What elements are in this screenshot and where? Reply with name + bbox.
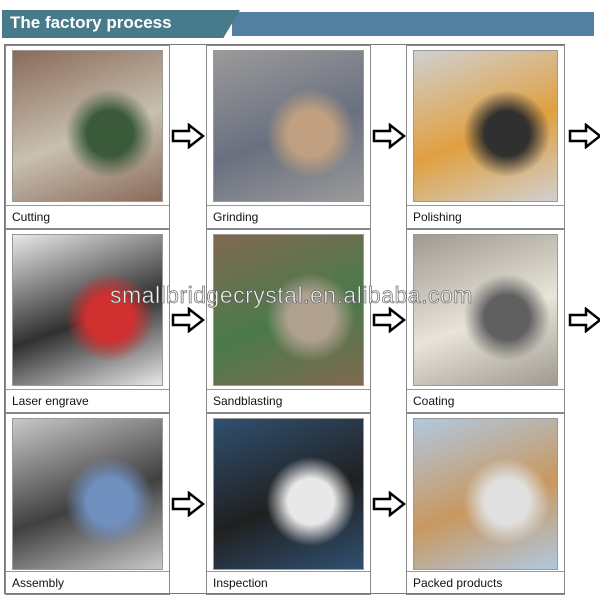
arrow-right-icon: [171, 122, 206, 150]
step-photo: [413, 50, 558, 202]
step-label: Laser engrave: [6, 389, 169, 412]
page-title: The factory process: [10, 13, 172, 32]
step-label: Packed products: [407, 571, 564, 594]
process-step: Cutting: [5, 45, 170, 229]
process-step: Inspection: [206, 413, 371, 595]
step-label: Cutting: [6, 205, 169, 228]
arrow-right-icon: [171, 306, 206, 334]
step-label: Sandblasting: [207, 389, 370, 412]
header-tab: [2, 10, 240, 38]
step-photo: [413, 234, 558, 386]
step-photo: [413, 418, 558, 570]
watermark: smallbridgecrystal.en.alibaba.com: [110, 282, 473, 309]
step-photo: [12, 50, 163, 202]
process-step: Grinding: [206, 45, 371, 229]
process-step: Coating: [406, 229, 565, 413]
arrow-right-icon: [171, 490, 206, 518]
step-photo: [213, 418, 364, 570]
step-photo: [213, 50, 364, 202]
step-label: Grinding: [207, 205, 370, 228]
process-step: Laser engrave: [5, 229, 170, 413]
step-label: Polishing: [407, 205, 564, 228]
step-photo: [12, 234, 163, 386]
header-bar: [232, 12, 594, 36]
step-photo: [213, 234, 364, 386]
step-label: Assembly: [6, 571, 169, 594]
arrow-right-icon: [372, 122, 407, 150]
step-label: Inspection: [207, 571, 370, 594]
process-step: Polishing: [406, 45, 565, 229]
arrow-right-icon: [372, 306, 407, 334]
section-header: The factory process: [2, 10, 594, 38]
arrow-right-icon: [372, 490, 407, 518]
process-step: Assembly: [5, 413, 170, 595]
step-photo: [12, 418, 163, 570]
process-step: Sandblasting: [206, 229, 371, 413]
process-step: Packed products: [406, 413, 565, 595]
arrow-right-icon: [568, 122, 600, 150]
arrow-right-icon: [568, 306, 600, 334]
step-label: Coating: [407, 389, 564, 412]
